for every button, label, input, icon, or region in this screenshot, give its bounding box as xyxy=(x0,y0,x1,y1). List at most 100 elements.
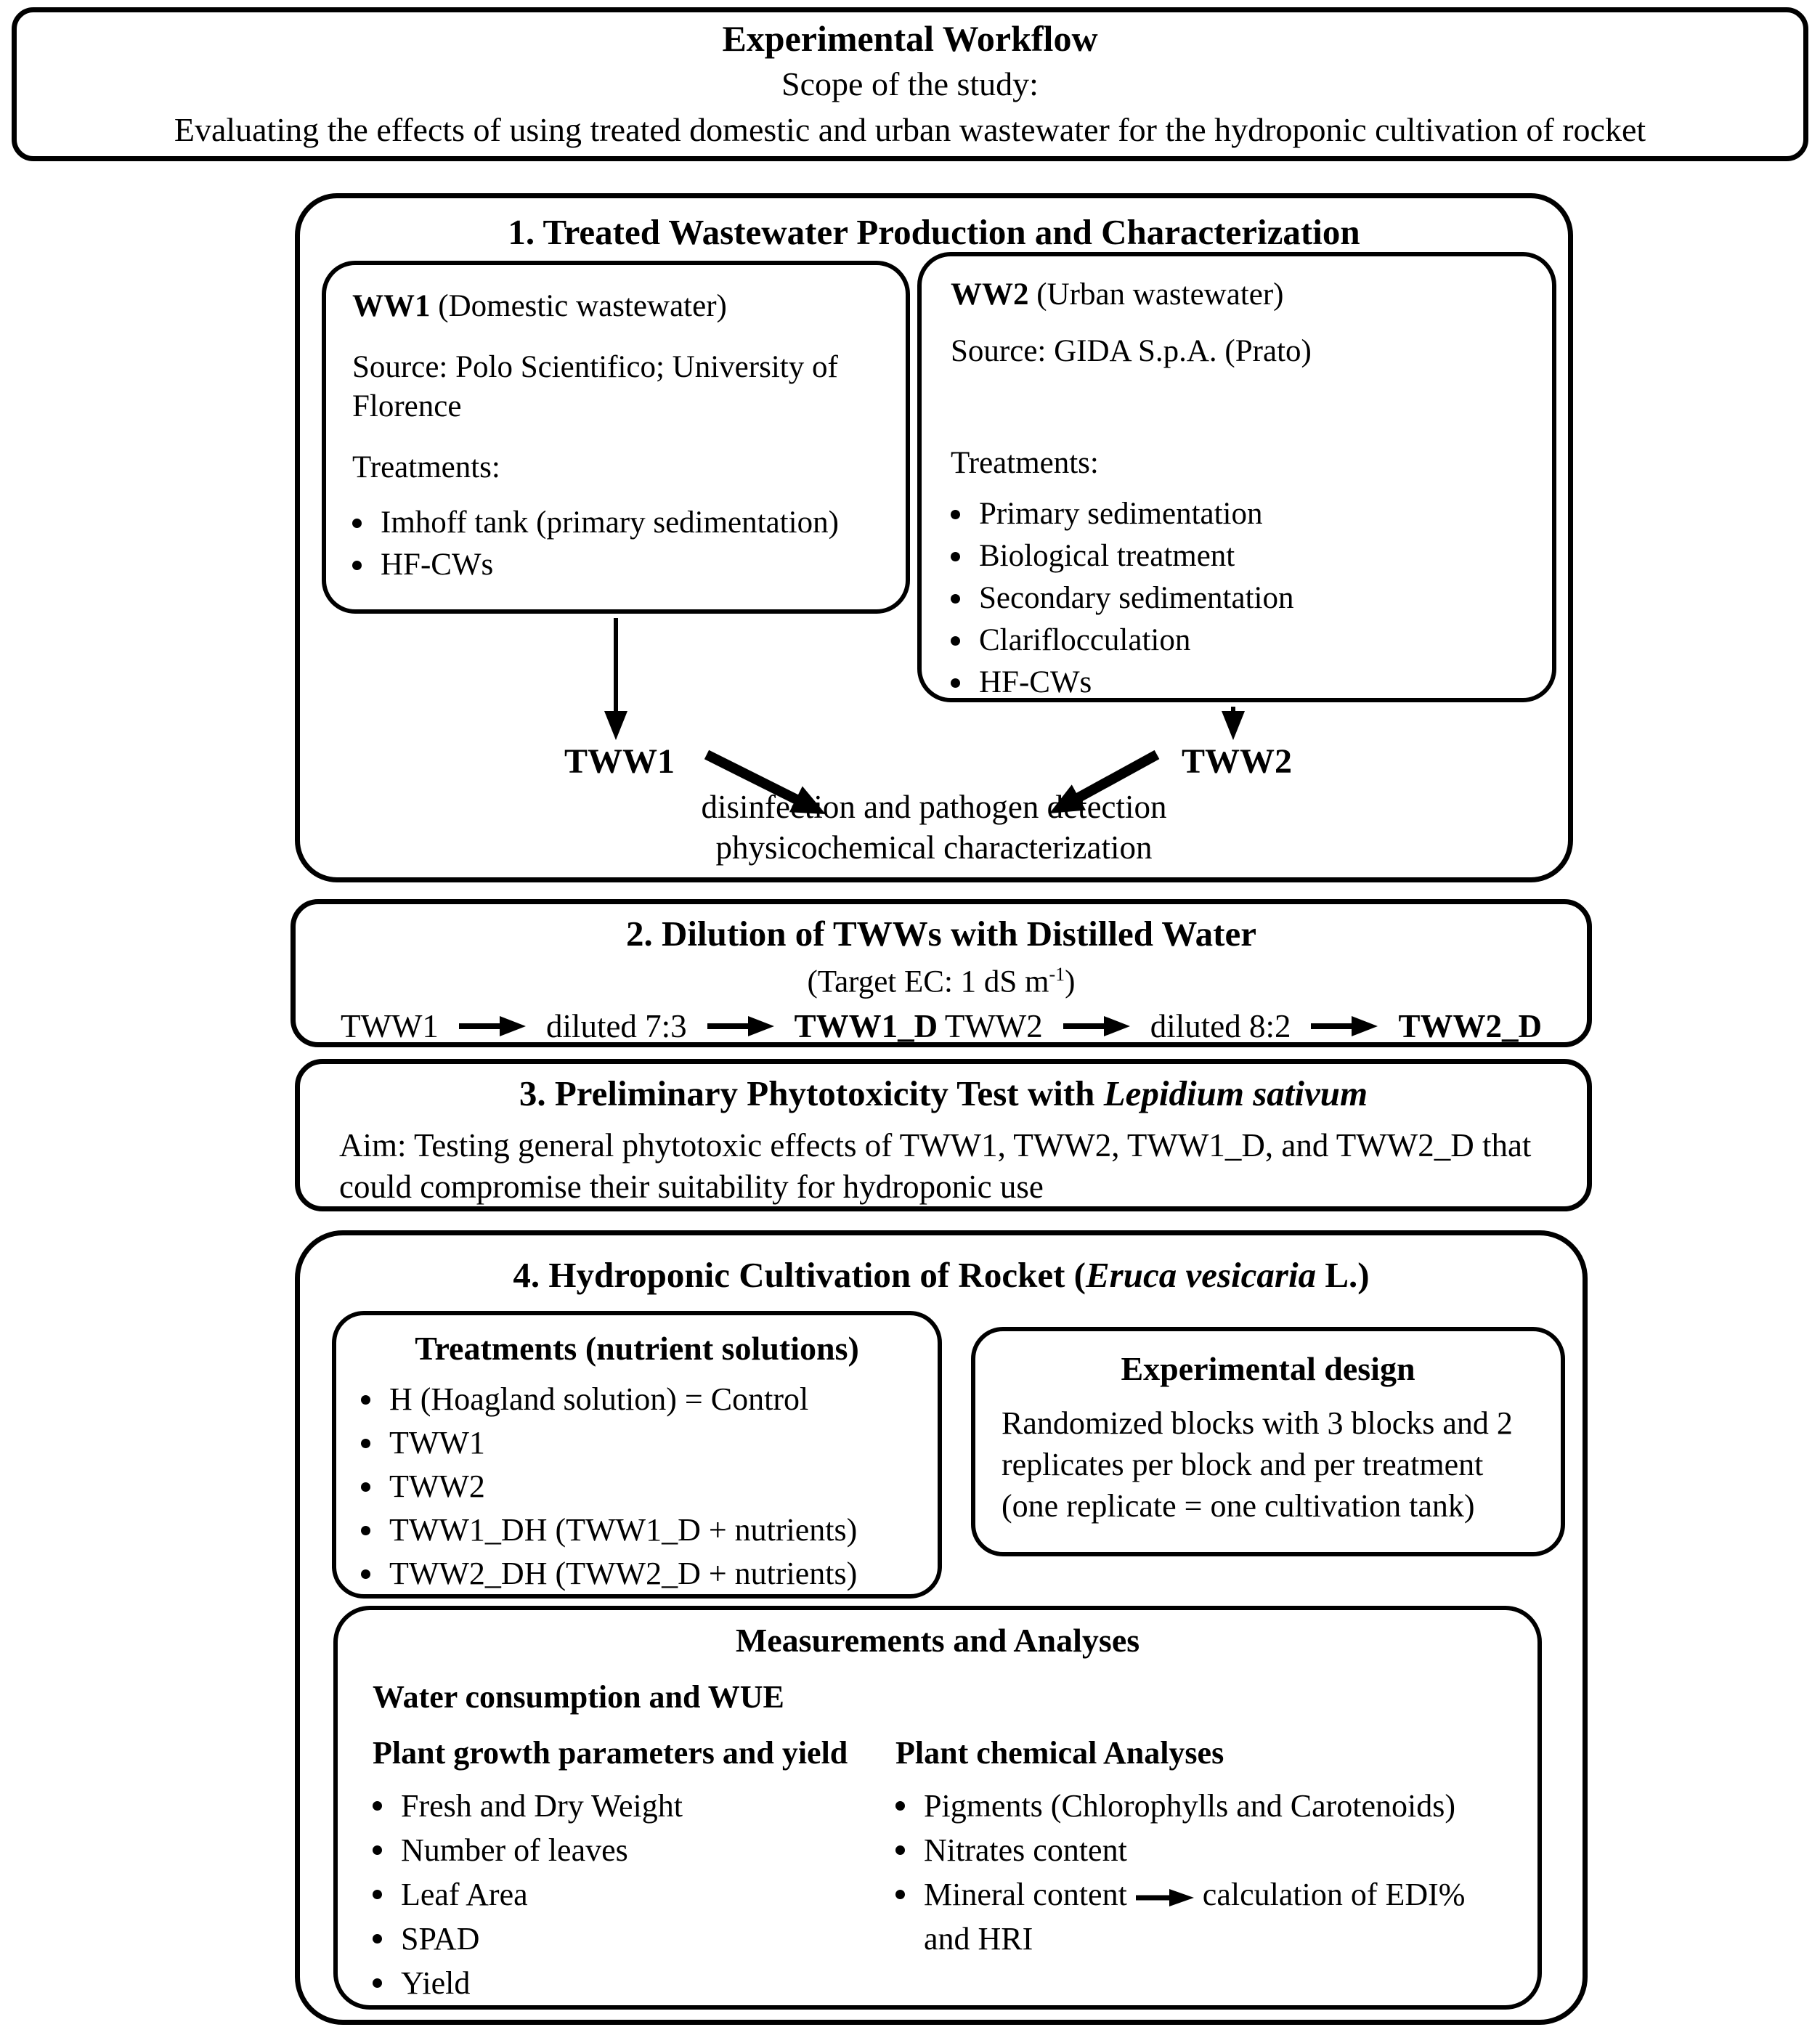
bullet-dot-icon xyxy=(361,1439,370,1448)
measurements-box: Measurements and Analyses Water consumpt… xyxy=(333,1606,1542,2010)
measurements-title: Measurements and Analyses xyxy=(735,1622,1140,1659)
arrow-diagonal-icon xyxy=(1049,750,1160,813)
measurements-columns: Plant growth parameters and yield Fresh … xyxy=(373,1734,1503,2005)
list-item: Nitrates content xyxy=(895,1828,1503,1872)
section-3-aim: Aim: Testing general phytotoxic effects … xyxy=(339,1127,1532,1205)
list-item: Secondary sedimentation xyxy=(951,577,1523,620)
list-item: TWW2 xyxy=(361,1465,913,1508)
ww1-treatment: HF-CWs xyxy=(381,548,494,582)
treatment-item: TWW2_DH (TWW2_D + nutrients) xyxy=(389,1556,858,1591)
bullet-dot-icon xyxy=(951,636,960,646)
section-4-species: Eruca vesicaria xyxy=(1085,1255,1317,1295)
outcome-line-2: physicochemical characterization xyxy=(715,829,1153,866)
section-4-box: 4. Hydroponic Cultivation of Rocket (Eru… xyxy=(295,1230,1588,2025)
ww2-treatment: Primary sedimentation xyxy=(979,497,1263,531)
treatment-item: TWW1_DH (TWW1_D + nutrients) xyxy=(389,1512,858,1548)
arrow-right-icon xyxy=(707,1016,774,1037)
tww2-label: TWW2 xyxy=(1181,742,1292,781)
ww2-treatments-label: Treatments: xyxy=(951,446,1099,480)
list-item: H (Hoagland solution) = Control xyxy=(361,1378,913,1421)
list-item: Fresh and Dry Weight xyxy=(373,1784,895,1828)
list-item: HF-CWs xyxy=(352,544,879,586)
section-3-box: 3. Preliminary Phytotoxicity Test with L… xyxy=(295,1059,1592,1211)
arrow-right-icon xyxy=(458,1016,526,1037)
list-item: Pigments (Chlorophylls and Carotenoids) xyxy=(895,1784,1503,1828)
growth-title: Plant growth parameters and yield xyxy=(373,1735,848,1771)
list-item: TWW2_DH (TWW2_D + nutrients) xyxy=(361,1552,913,1596)
dilution-flow-row: TWW1 diluted 7:3 TWW1_D TWW2 diluted 8:2… xyxy=(296,1007,1587,1045)
growth-item: Fresh and Dry Weight xyxy=(401,1788,683,1824)
ww1-treatment: Imhoff tank (primary sedimentation) xyxy=(381,505,839,540)
ww2-heading: WW2 (Urban wastewater) xyxy=(951,275,1523,314)
ww2-source: Source: GIDA S.p.A. (Prato) xyxy=(951,334,1312,368)
list-item: Number of leaves xyxy=(373,1828,895,1872)
chemical-item: Nitrates content xyxy=(924,1832,1127,1868)
bullet-dot-icon xyxy=(951,594,960,604)
growth-item: Leaf Area xyxy=(401,1877,528,1912)
arrow-right-icon xyxy=(1063,1016,1130,1037)
flow1-result: TWW1_D xyxy=(794,1008,938,1045)
list-item: Biological treatment xyxy=(951,535,1523,577)
ww1-source: Source: Polo Scientifico; University of … xyxy=(352,350,838,423)
flow1-from: TWW1 xyxy=(341,1008,439,1045)
treatment-item: TWW1 xyxy=(389,1425,485,1461)
ww1-treatments-label: Treatments: xyxy=(352,450,500,484)
arrow-down-icon xyxy=(1222,707,1245,740)
arrow-diagonal-icon xyxy=(704,750,826,814)
list-item: HF-CWs xyxy=(951,662,1523,704)
ww1-type: (Domestic wastewater) xyxy=(430,289,727,323)
ww1-heading: WW1 (Domestic wastewater) xyxy=(352,287,879,326)
experimental-design-box: Experimental design Randomized blocks wi… xyxy=(971,1327,1565,1556)
bullet-dot-icon xyxy=(373,1845,382,1855)
tww1-label: TWW1 xyxy=(564,742,675,781)
target-ec-close: ) xyxy=(1065,964,1076,999)
chemical-column: Plant chemical Analyses Pigments (Chloro… xyxy=(895,1734,1503,2005)
bullet-dot-icon xyxy=(373,1934,382,1943)
treatment-item: TWW2 xyxy=(389,1469,485,1504)
section-4-title: 4. Hydroponic Cultivation of Rocket (Eru… xyxy=(300,1254,1583,1296)
list-item: Yield xyxy=(373,1961,895,2005)
scope-label: Scope of the study: xyxy=(781,65,1039,102)
dilution-flow-tww1: TWW1 diluted 7:3 TWW1_D xyxy=(341,1007,938,1045)
bullet-dot-icon xyxy=(951,510,960,519)
flow2-result: TWW2_D xyxy=(1398,1008,1542,1045)
ww2-treatment: Secondary sedimentation xyxy=(979,581,1294,615)
bullet-dot-icon xyxy=(951,552,960,561)
treatment-item: H (Hoagland solution) = Control xyxy=(389,1381,809,1417)
bullet-dot-icon xyxy=(373,1978,382,1988)
bullet-dot-icon xyxy=(895,1890,905,1899)
bullet-dot-icon xyxy=(361,1526,370,1535)
target-ec-text: (Target EC: 1 dS m xyxy=(807,964,1049,999)
section-3-title: 3. Preliminary Phytotoxicity Test with L… xyxy=(300,1073,1587,1115)
section-2-box: 2. Dilution of TWWs with Distilled Water… xyxy=(291,899,1592,1047)
bullet-dot-icon xyxy=(373,1801,382,1811)
scope-text: Evaluating the effects of using treated … xyxy=(174,111,1646,148)
bullet-dot-icon xyxy=(361,1569,370,1579)
experimental-design-text: Randomized blocks with 3 blocks and 2 re… xyxy=(1002,1405,1513,1524)
list-item: Imhoff tank (primary sedimentation) xyxy=(352,502,879,544)
bullet-dot-icon xyxy=(352,561,362,570)
bullet-dot-icon xyxy=(895,1845,905,1855)
experimental-design-title: Experimental design xyxy=(1121,1350,1415,1387)
ww2-treatment: Clariflocculation xyxy=(979,623,1191,657)
growth-item: Yield xyxy=(401,1965,471,2001)
water-consumption-label: Water consumption and WUE xyxy=(373,1679,784,1715)
ww2-box: WW2 (Urban wastewater) Source: GIDA S.p.… xyxy=(917,252,1556,702)
list-item: TWW1_DH (TWW1_D + nutrients) xyxy=(361,1508,913,1552)
bullet-dot-icon xyxy=(352,519,362,528)
treatments-title: Treatments (nutrient solutions) xyxy=(415,1330,859,1367)
bullet-dot-icon xyxy=(361,1482,370,1492)
target-ec-exponent: -1 xyxy=(1049,964,1065,985)
target-ec-line: (Target EC: 1 dS m-1) xyxy=(296,955,1587,1002)
list-item: Leaf Area xyxy=(373,1872,895,1917)
section-1-title: 1. Treated Wastewater Production and Cha… xyxy=(508,212,1360,252)
ww2-type: (Urban wastewater) xyxy=(1028,277,1284,312)
ww1-label: WW1 xyxy=(352,289,431,323)
list-item: TWW1 xyxy=(361,1421,913,1465)
flow1-step: diluted 7:3 xyxy=(545,1008,687,1045)
mineral-label: Mineral content xyxy=(924,1877,1127,1912)
arrow-down-icon xyxy=(604,618,627,740)
ww2-label: WW2 xyxy=(951,277,1029,312)
growth-item: Number of leaves xyxy=(401,1832,628,1868)
